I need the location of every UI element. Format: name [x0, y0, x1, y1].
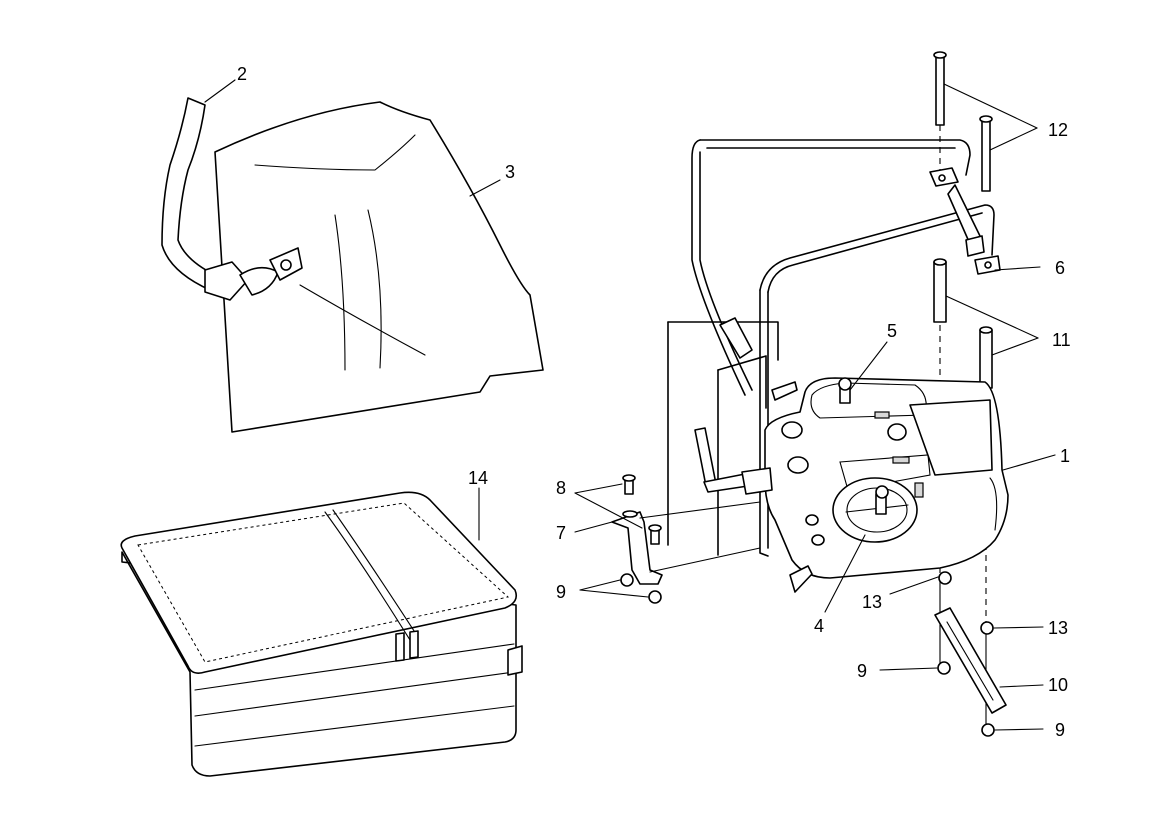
callout-6: 6 — [1055, 258, 1065, 278]
antenna — [694, 427, 773, 495]
callout-13: 13 — [1048, 618, 1068, 638]
callout-4: 4 — [814, 616, 824, 636]
callout-2: 2 — [237, 64, 247, 84]
callout-5: 5 — [887, 321, 897, 341]
callout-labels: 2 3 14 12 6 11 5 1 8 7 9 13 4 13 9 10 9 — [237, 64, 1071, 740]
callout-9: 9 — [1055, 720, 1065, 740]
part-9-nuts-right — [937, 661, 995, 737]
part-14-case — [120, 491, 523, 777]
callout-3: 3 — [505, 162, 515, 182]
part-11-spacers — [933, 258, 993, 389]
handle-bar — [691, 139, 995, 557]
part-1-transmitter — [764, 377, 1009, 593]
part-3-cover — [214, 101, 544, 433]
callout-7: 7 — [556, 523, 566, 543]
part-9-nuts-left — [620, 573, 662, 604]
callout-12: 12 — [1048, 120, 1068, 140]
mounting-frame — [667, 321, 779, 556]
callout-1: 1 — [1060, 446, 1070, 466]
callout-14: 14 — [468, 468, 488, 488]
part-6-clamps — [929, 167, 1001, 275]
callout-13: 13 — [862, 592, 882, 612]
part-8-screws — [622, 474, 662, 545]
callout-8: 8 — [556, 478, 566, 498]
callout-9: 9 — [857, 661, 867, 681]
part-2-strap — [161, 97, 303, 301]
leader-lines — [204, 79, 1056, 731]
callout-11: 11 — [1052, 330, 1071, 350]
part-7-bracket — [611, 501, 761, 585]
part-10-plate — [934, 607, 1007, 714]
callout-9: 9 — [556, 582, 566, 602]
part-12-screws — [933, 51, 993, 192]
part-13-nuts — [938, 571, 994, 635]
callout-10: 10 — [1048, 675, 1068, 695]
